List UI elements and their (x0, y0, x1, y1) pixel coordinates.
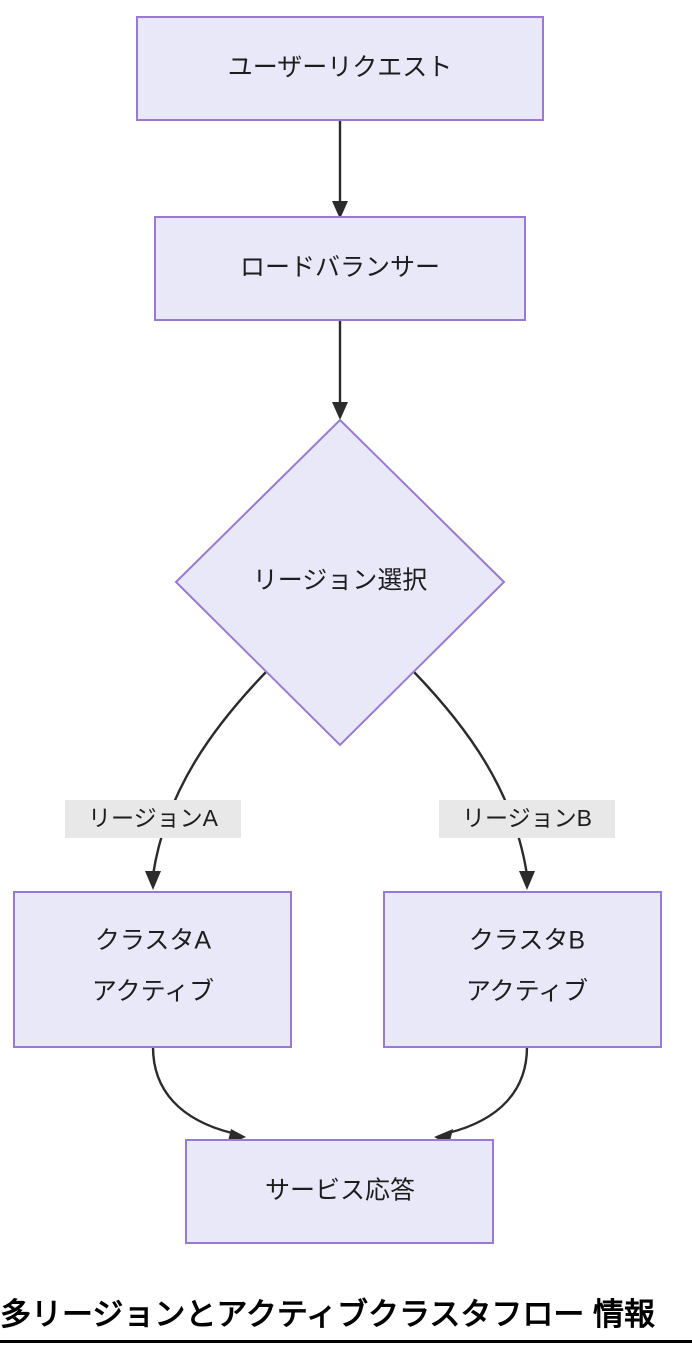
arrowhead-icon (519, 871, 535, 890)
edge-label-background (439, 800, 615, 838)
edge-load-balancer-to-region-selection (332, 320, 348, 420)
flowchart-canvas: リージョンA リージョンB ユーザーリクエスト ロードバランサー リージョン選択… (13, 16, 662, 1244)
arrowhead-icon (332, 402, 348, 420)
edge-label-text: リージョンB (462, 805, 592, 831)
diagram-caption: 多リージョンとアクティブクラスタフロー 情報 (0, 1292, 692, 1343)
edge-region-selection-to-cluster-a (145, 671, 267, 890)
node-label: ロードバランサー (240, 254, 440, 282)
node-label-line2: アクティブ (92, 978, 214, 1006)
edge-line (413, 671, 529, 876)
node-shape-rect (13, 891, 292, 1048)
edge-cluster-b-to-service-response (434, 1046, 529, 1145)
node-label: ユーザーリクエスト (228, 54, 453, 82)
arrowhead-icon (145, 871, 161, 890)
node-cluster-a[interactable]: クラスタA アクティブ (13, 891, 292, 1048)
node-shape-rect (154, 216, 526, 321)
edge-region-selection-to-cluster-b (413, 671, 535, 890)
edge-cluster-a-to-service-response (151, 1046, 246, 1145)
edge-line (151, 1046, 233, 1135)
node-service-response[interactable]: サービス応答 (185, 1139, 494, 1244)
edge-line (151, 671, 267, 876)
node-shape-diamond (174, 418, 506, 747)
edge-label-background (65, 800, 241, 838)
caption-bar: 多リージョンとアクティブクラスタフロー 情報 (0, 1290, 692, 1356)
arrowhead-icon (332, 201, 348, 219)
node-cluster-b[interactable]: クラスタB アクティブ (383, 891, 662, 1048)
edge-user-request-to-load-balancer (332, 120, 348, 219)
node-region-selection[interactable]: リージョン選択 (174, 418, 506, 747)
node-load-balancer[interactable]: ロードバランサー (154, 216, 526, 321)
node-shape-rect (383, 891, 662, 1048)
edge-label-region-a: リージョンA (65, 800, 241, 838)
node-label: リージョン選択 (253, 567, 428, 595)
node-user-request[interactable]: ユーザーリクエスト (136, 16, 544, 121)
node-shape-rect (185, 1139, 494, 1244)
edge-line (447, 1046, 529, 1135)
node-label-line2: アクティブ (466, 978, 588, 1006)
node-label-line1: クラスタB (469, 927, 585, 955)
node-label: サービス応答 (265, 1177, 415, 1205)
node-label-line1: クラスタA (95, 927, 212, 955)
edge-label-text: リージョンA (88, 805, 219, 831)
edge-label-region-b: リージョンB (439, 800, 615, 838)
node-shape-rect (136, 16, 544, 121)
